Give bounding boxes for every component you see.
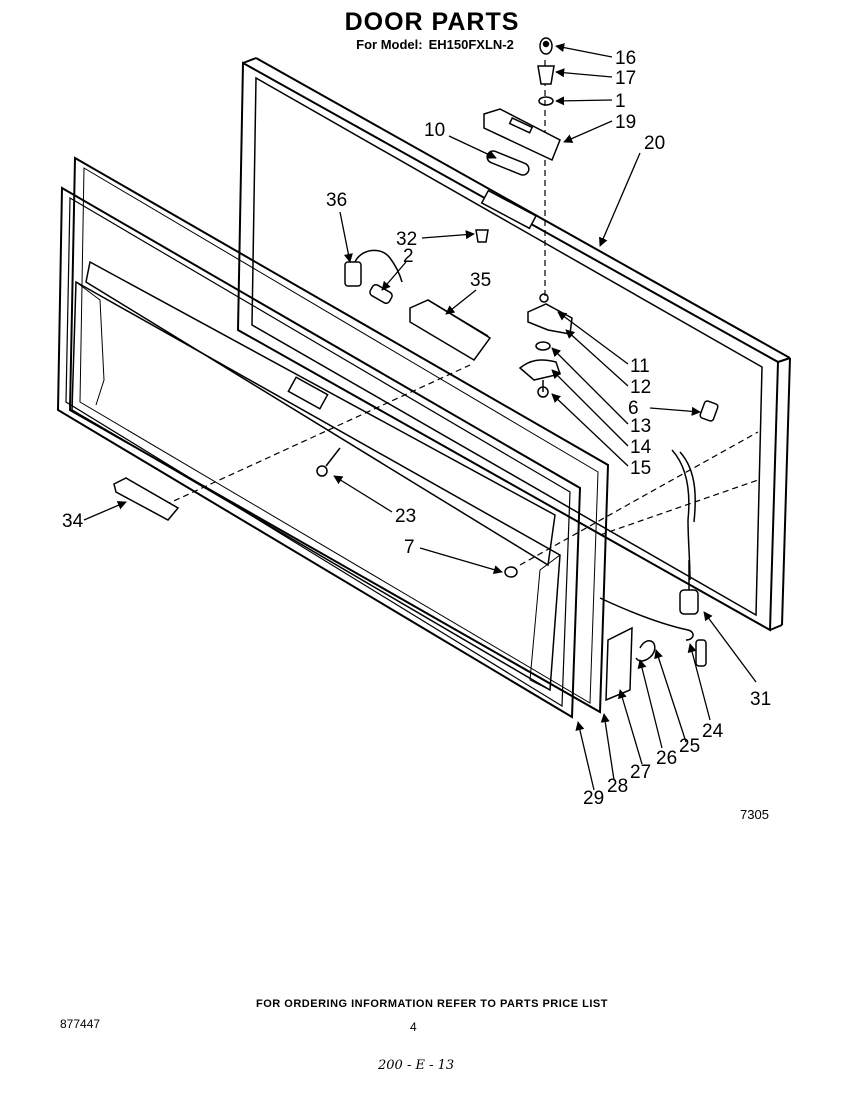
hinge-pin-cap-16 xyxy=(539,37,553,55)
callout-31: 31 xyxy=(750,689,771,710)
hinge-plate-19 xyxy=(483,108,561,162)
hinge-bracket-11-12 xyxy=(527,293,573,335)
callout-19: 19 xyxy=(615,112,636,133)
callout-26: 26 xyxy=(656,748,677,769)
document-number: 877447 xyxy=(60,1017,101,1031)
callout-13: 13 xyxy=(630,416,651,437)
callout-36: 36 xyxy=(326,190,347,211)
page-title: DOOR PARTS xyxy=(344,8,520,36)
callout-7: 7 xyxy=(404,537,415,558)
callout-23: 23 xyxy=(395,506,416,527)
callout-10: 10 xyxy=(424,120,445,141)
leader-lines xyxy=(83,43,757,791)
callout-25: 25 xyxy=(679,736,700,757)
callout-16: 16 xyxy=(615,48,636,69)
model-number: EH150FXLN-2 xyxy=(428,37,514,52)
handwritten-note: 200 - E - 13 xyxy=(378,1058,455,1073)
callout-17: 17 xyxy=(615,68,636,89)
hinge-assembly-31 xyxy=(679,560,699,615)
door-parts-diagram: 16 17 1 19 20 10 36 32 2 35 11 12 6 13 1… xyxy=(56,37,791,809)
callout-1: 1 xyxy=(615,91,626,112)
screw-23 xyxy=(316,447,341,477)
callout-14: 14 xyxy=(630,437,652,458)
door-slot xyxy=(480,189,538,230)
callout-11: 11 xyxy=(630,356,650,377)
callout-34: 34 xyxy=(62,511,84,532)
button-7 xyxy=(504,566,518,578)
door-inner-liner xyxy=(56,186,582,719)
washer-13 xyxy=(535,341,551,351)
switch-wire-36 xyxy=(344,249,403,287)
callout-20: 20 xyxy=(644,133,665,154)
ordering-note: FOR ORDERING INFORMATION REFER TO PARTS … xyxy=(256,998,608,1010)
callout-29: 29 xyxy=(583,788,604,809)
hinge-bushing-17 xyxy=(537,65,555,85)
page-number: 4 xyxy=(410,1020,417,1034)
spring-clip-26 xyxy=(635,640,656,662)
screw-32 xyxy=(475,229,489,243)
door-outer-panel xyxy=(236,57,791,632)
callout-2: 2 xyxy=(403,246,414,267)
door-stop-6 xyxy=(699,400,719,422)
callout-32: 32 xyxy=(396,229,417,250)
light-socket-2 xyxy=(369,284,393,304)
handle-34 xyxy=(113,477,180,521)
door-gasket-frame xyxy=(68,156,610,714)
hardware-parts xyxy=(113,37,719,702)
alignment-lines xyxy=(164,60,759,566)
insulation-27 xyxy=(605,626,633,702)
washer-1 xyxy=(538,96,554,106)
figure-id: 7305 xyxy=(740,807,769,822)
slot-cover-10 xyxy=(486,150,530,176)
callout-35: 35 xyxy=(470,270,491,291)
callout-12: 12 xyxy=(630,377,651,398)
callout-27: 27 xyxy=(630,762,651,783)
connector-24 xyxy=(695,639,707,667)
heater-wire-25 xyxy=(599,597,694,641)
callout-6: 6 xyxy=(628,398,639,419)
screw-15 xyxy=(537,380,549,398)
model-line: For Model: EH150FXLN-2 xyxy=(0,37,864,52)
callout-15: 15 xyxy=(630,458,651,479)
channel-35 xyxy=(409,299,492,361)
hinge-bracket-14 xyxy=(518,359,561,381)
wire-harness xyxy=(671,449,697,581)
callout-24: 24 xyxy=(702,721,724,742)
model-prefix: For Model: xyxy=(356,37,423,52)
callout-labels: 16 17 1 19 20 10 36 32 2 35 11 12 6 13 1… xyxy=(62,48,771,809)
callout-28: 28 xyxy=(607,776,628,797)
